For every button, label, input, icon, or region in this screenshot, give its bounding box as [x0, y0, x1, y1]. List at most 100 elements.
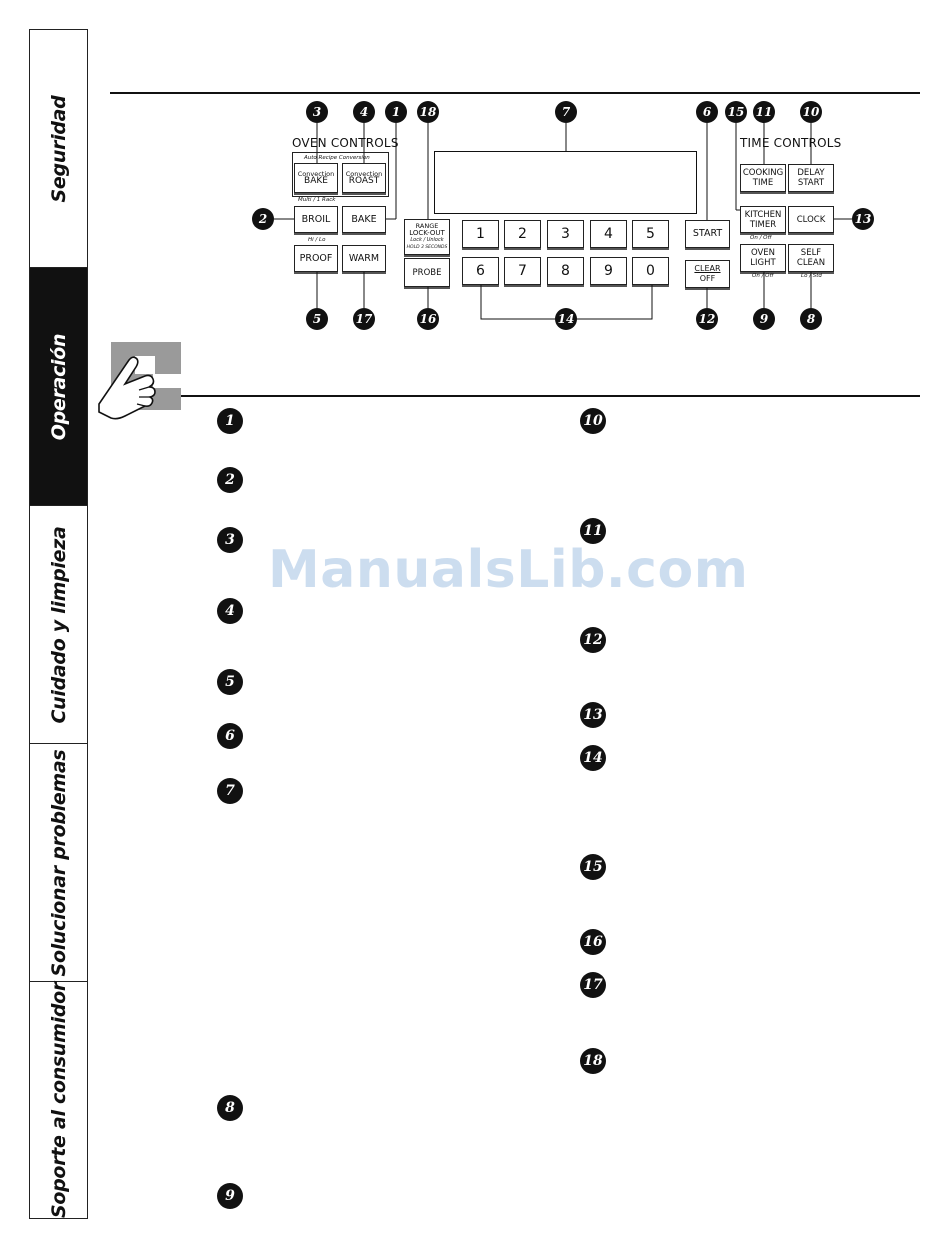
time-controls-title: TIME CONTROLS — [740, 136, 842, 150]
convection-roast-line1: Convection — [345, 170, 383, 178]
clear-off-line1: CLEAR — [694, 264, 721, 273]
list-number: 8 — [217, 1095, 243, 1121]
watermark: ManualsLib.com — [268, 540, 749, 600]
hand-pointer-icon — [98, 342, 181, 420]
cooking-time-button[interactable]: COOKING TIME — [740, 164, 786, 192]
oven-light-line1: OVEN — [750, 248, 776, 258]
key-8[interactable]: 8 — [547, 257, 584, 285]
tab-operacion[interactable]: Operación — [30, 268, 87, 506]
range-lockout-line1: RANGE — [415, 222, 439, 230]
callout-5: 5 — [306, 308, 328, 330]
light-on-off-caption: On / Off — [752, 273, 774, 279]
callout-10: 10 — [800, 101, 822, 123]
callout-14: 14 — [555, 308, 577, 330]
key-9[interactable]: 9 — [590, 257, 627, 285]
oven-light-button[interactable]: OVEN LIGHT — [740, 244, 786, 272]
hi-lo-caption: Hi / Lo — [308, 237, 326, 243]
tab-soporte[interactable]: Soporte al consumidor — [30, 982, 87, 1218]
key-1[interactable]: 1 — [462, 220, 499, 248]
list-number: 10 — [580, 408, 606, 434]
key-5[interactable]: 5 — [632, 220, 669, 248]
callout-9: 9 — [753, 308, 775, 330]
callout-8: 8 — [800, 308, 822, 330]
callout-4: 4 — [353, 101, 375, 123]
range-lockout-line4: HOLD 3 SECONDS — [406, 245, 448, 250]
callout-6: 6 — [696, 101, 718, 123]
tab-seguridad[interactable]: Seguridad — [30, 30, 87, 268]
list-number: 9 — [217, 1183, 243, 1209]
cooking-time-line2: TIME — [752, 178, 774, 188]
range-lockout-button[interactable]: RANGE LOCK-OUT Lock / Unlock HOLD 3 SECO… — [404, 219, 450, 255]
tab-cuidado-label: Cuidado y limpieza — [47, 526, 70, 723]
list-number: 2 — [217, 467, 243, 493]
list-number: 15 — [580, 854, 606, 880]
range-lockout-line3: Lock / Unlock — [410, 237, 444, 243]
convection-bake-line2: BAKE — [304, 176, 328, 186]
callout-17: 17 — [353, 308, 375, 330]
callout-7: 7 — [555, 101, 577, 123]
callout-12: 12 — [696, 308, 718, 330]
list-number: 12 — [580, 627, 606, 653]
tab-cuidado[interactable]: Cuidado y limpieza — [30, 506, 87, 744]
oven-light-line2: LIGHT — [750, 258, 776, 268]
proof-button[interactable]: PROOF — [294, 245, 338, 272]
list-number: 13 — [580, 702, 606, 728]
key-7[interactable]: 7 — [504, 257, 541, 285]
probe-button[interactable]: PROBE — [404, 258, 450, 287]
tab-solucionar-label: Solucionar problemas — [47, 749, 70, 976]
list-number: 3 — [217, 527, 243, 553]
key-3[interactable]: 3 — [547, 220, 584, 248]
tab-solucionar[interactable]: Solucionar problemas — [30, 744, 87, 982]
convection-bake-line1: Convection — [297, 170, 335, 178]
broil-button[interactable]: BROIL — [294, 206, 338, 233]
callout-3: 3 — [306, 101, 328, 123]
list-number: 14 — [580, 745, 606, 771]
kitchen-timer-line2: TIMER — [749, 219, 777, 230]
callout-18: 18 — [417, 101, 439, 123]
list-number: 6 — [217, 723, 243, 749]
clear-off-button[interactable]: CLEAR OFF — [685, 260, 730, 288]
key-6[interactable]: 6 — [462, 257, 499, 285]
bake-button[interactable]: BAKE — [342, 206, 386, 233]
kitchen-timer-button[interactable]: KITCHEN TIMER — [740, 206, 786, 233]
display-window — [434, 151, 697, 214]
convection-roast-line2: ROAST — [348, 176, 380, 186]
list-number: 5 — [217, 669, 243, 695]
warm-button[interactable]: WARM — [342, 245, 386, 272]
convection-roast-button[interactable]: Convection ROAST — [342, 163, 386, 193]
convection-group — [292, 152, 389, 197]
kitchen-timer-line1: KITCHEN — [744, 209, 782, 220]
key-2[interactable]: 2 — [504, 220, 541, 248]
list-number: 11 — [580, 518, 606, 544]
callout-leader-lines — [274, 123, 852, 320]
self-clean-button[interactable]: SELF CLEAN — [788, 244, 834, 272]
tab-soporte-label: Soporte al consumidor — [47, 981, 70, 1219]
callout-11: 11 — [753, 101, 775, 123]
clear-off-line2: OFF — [699, 274, 716, 283]
timer-on-off-caption: On / Off — [750, 235, 772, 241]
delay-start-line2: START — [797, 178, 825, 188]
clock-button[interactable]: CLOCK — [788, 206, 834, 233]
list-number: 7 — [217, 778, 243, 804]
top-rule — [110, 92, 920, 94]
list-number: 18 — [580, 1048, 606, 1074]
list-number: 1 — [217, 408, 243, 434]
start-button[interactable]: START — [685, 220, 730, 248]
callout-2: 2 — [252, 208, 274, 230]
section-tabs: Seguridad Operación Cuidado y limpieza S… — [29, 29, 88, 1219]
callout-16: 16 — [417, 308, 439, 330]
range-lockout-line2: LOCK-OUT — [409, 229, 445, 237]
key-0[interactable]: 0 — [632, 257, 669, 285]
oven-controls-title: OVEN CONTROLS — [292, 136, 399, 150]
callout-13: 13 — [852, 208, 874, 230]
self-clean-line2: CLEAN — [796, 258, 826, 268]
list-number: 17 — [580, 972, 606, 998]
key-4[interactable]: 4 — [590, 220, 627, 248]
multi-rack-caption: Multi / 1 Rack — [298, 197, 336, 203]
delay-start-line1: DELAY — [797, 168, 825, 178]
callout-1: 1 — [385, 101, 407, 123]
delay-start-button[interactable]: DELAY START — [788, 164, 834, 192]
auto-recipe-caption: Auto Recipe Conversion — [304, 155, 370, 161]
list-number: 4 — [217, 598, 243, 624]
convection-bake-button[interactable]: Convection BAKE — [294, 163, 338, 193]
